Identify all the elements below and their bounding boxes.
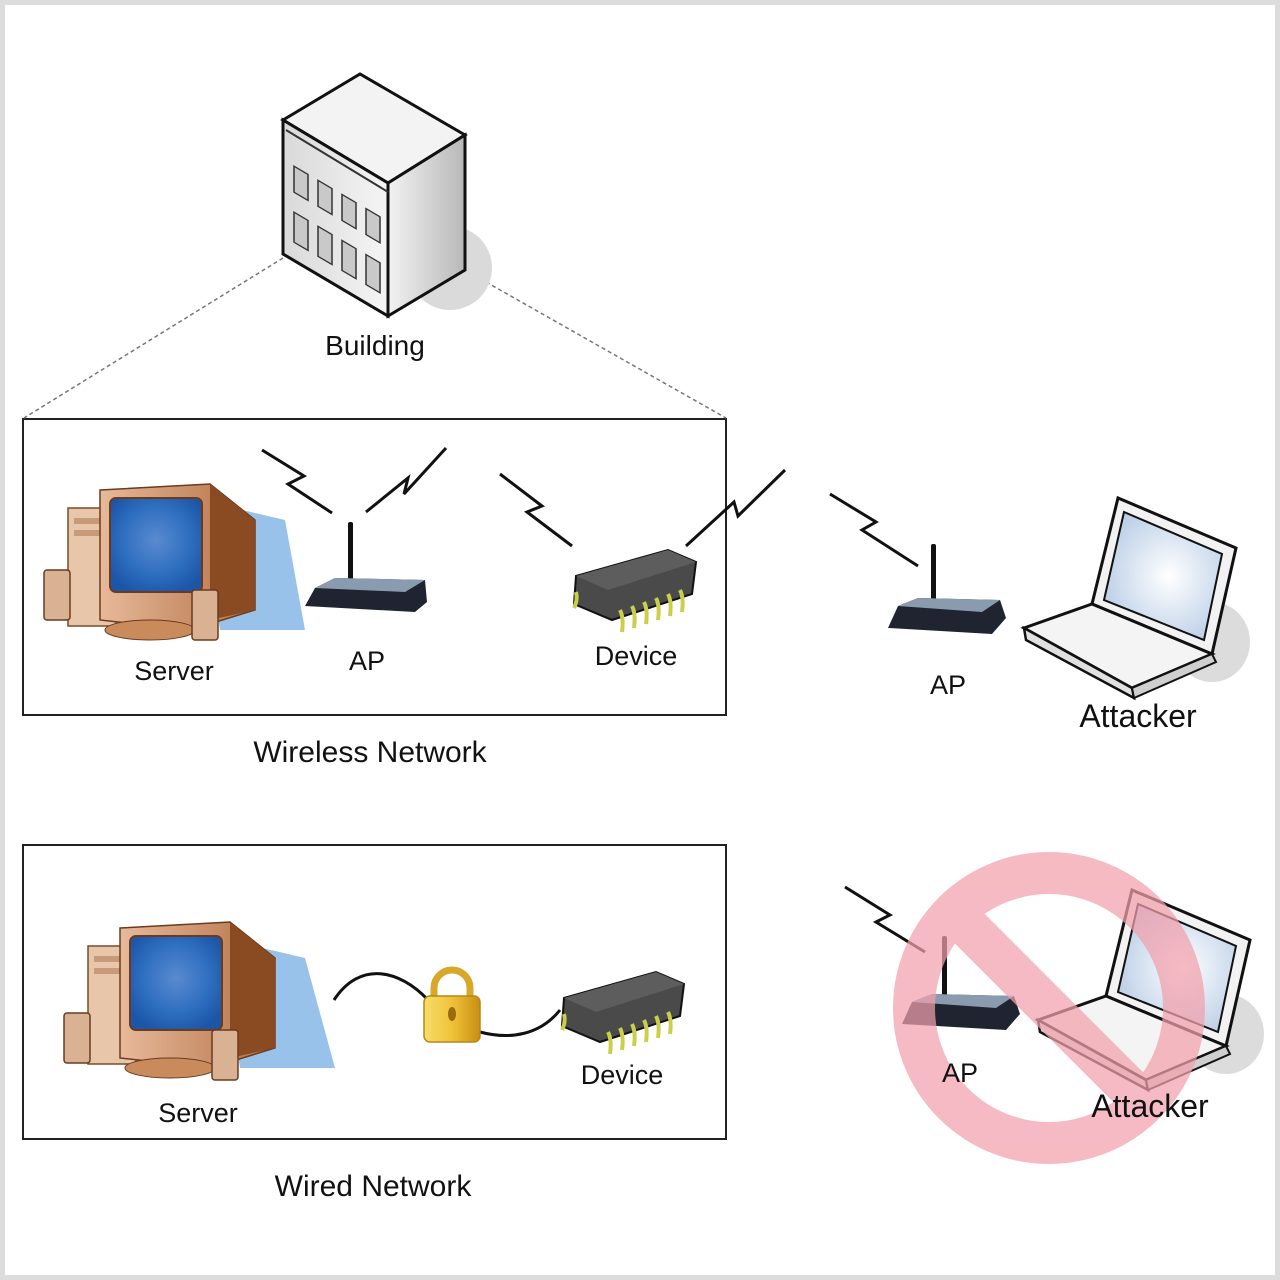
signal-bolt-icon: [261, 448, 333, 515]
building-icon: [280, 72, 492, 319]
ap-label-blocked: AP: [941, 1058, 979, 1088]
device-chip-icon-wired: [560, 970, 686, 1055]
wired-cable: [332, 972, 430, 1002]
access-point-icon-wireless: [305, 522, 427, 612]
lock-icon: [423, 966, 481, 1043]
wired-network-box: [22, 844, 727, 1140]
server-label-wireless: Server: [134, 656, 214, 686]
access-point-icon-attacker: [888, 544, 1006, 634]
device-label-wireless: Device: [594, 641, 678, 671]
building-label: Building: [325, 330, 425, 361]
wired-cable: [479, 1009, 562, 1038]
signal-bolt-icon: [684, 468, 787, 548]
wired-network-caption: Wired Network: [274, 1170, 472, 1203]
wireless-signal-icons: [261, 446, 926, 954]
signal-bolt-icon: [365, 446, 448, 514]
ap-label-attacker: AP: [929, 670, 967, 700]
ap-label-wireless: AP: [348, 646, 386, 676]
prohibition-icon: [893, 852, 1205, 1164]
signal-bolt-icon: [499, 472, 573, 548]
device-label-wired: Device: [580, 1060, 664, 1090]
laptop-icon-attacker: [1020, 495, 1250, 701]
attacker-label-blocked: Attacker: [1091, 1088, 1209, 1124]
signal-bolt-icon: [844, 885, 926, 954]
device-chip-icon-wireless: [572, 548, 698, 633]
wireless-network-box: [22, 418, 727, 716]
server-icon-wired: [63, 921, 335, 1081]
wireless-network-caption: Wireless Network: [253, 736, 487, 769]
building-right-dashed-line: [485, 281, 727, 419]
server-icon-wireless: [43, 483, 305, 641]
server-label-wired: Server: [158, 1098, 238, 1128]
building-left-dashed-line: [23, 257, 284, 419]
attacker-label: Attacker: [1079, 698, 1197, 734]
signal-bolt-icon: [829, 492, 919, 568]
